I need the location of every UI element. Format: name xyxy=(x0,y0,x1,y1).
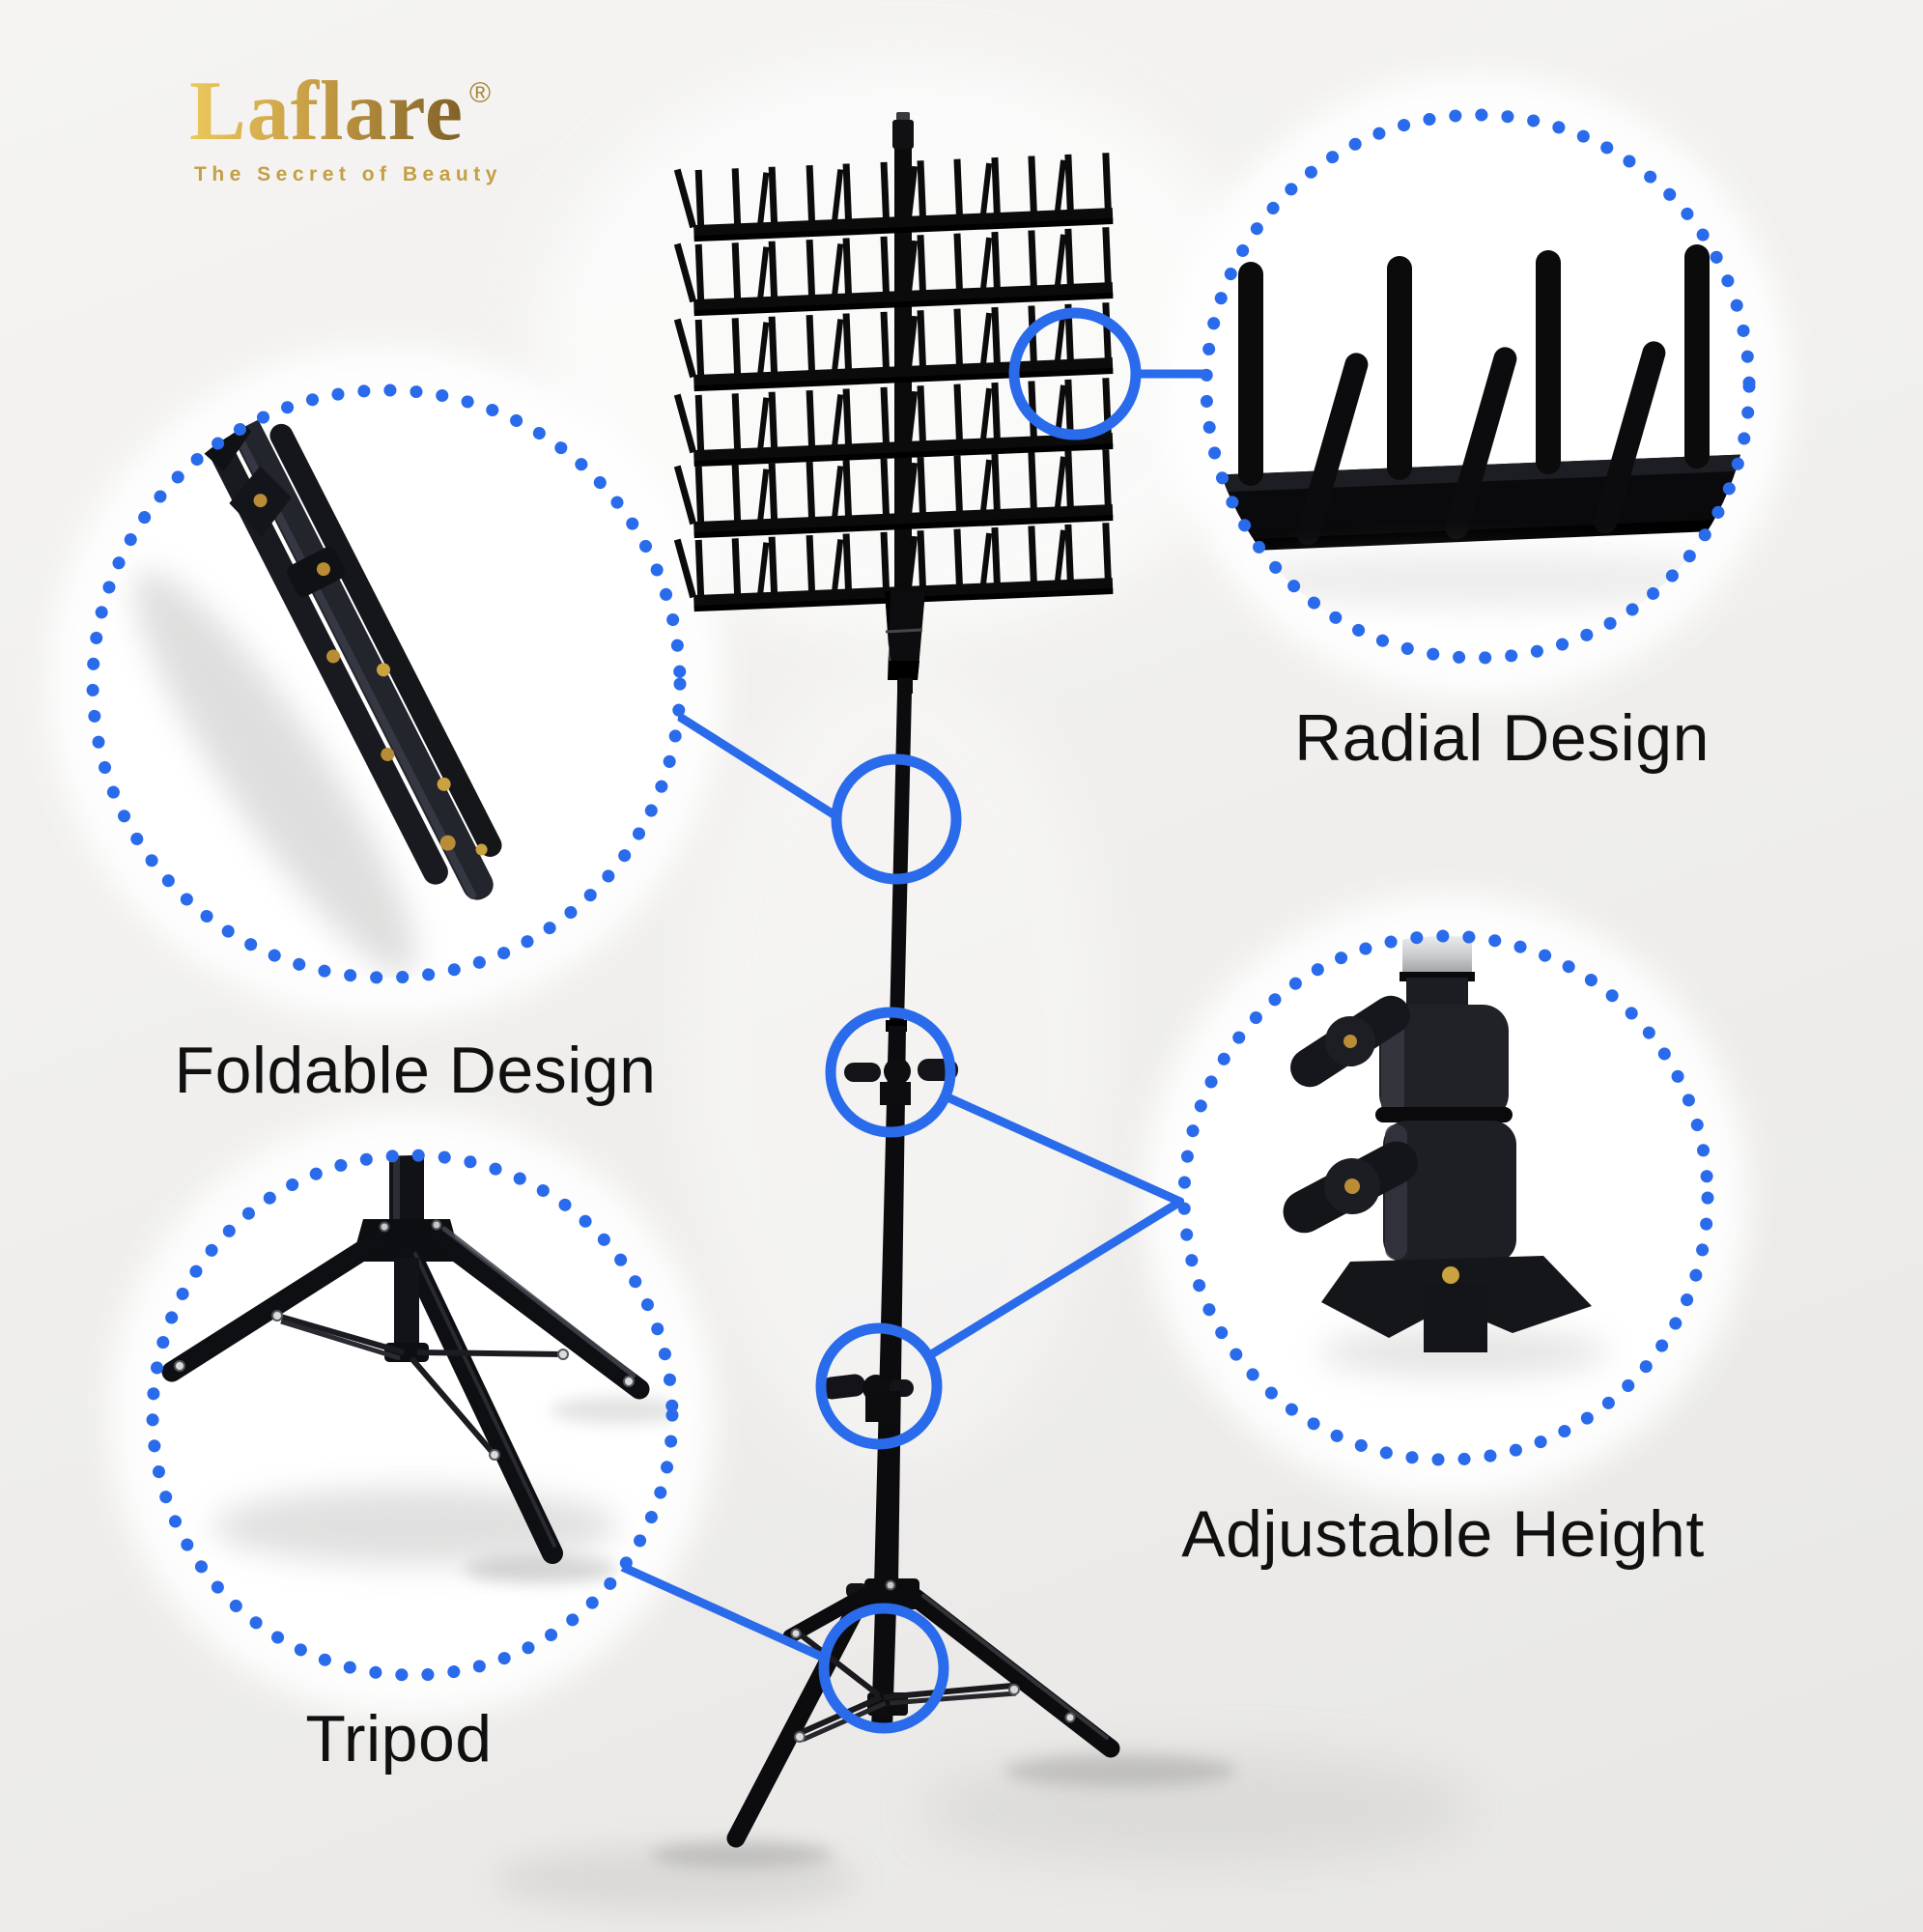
stand-shadows xyxy=(493,1752,1478,1912)
registered-mark: ® xyxy=(468,77,492,109)
callout-radial-dotted-circle xyxy=(1200,108,1756,665)
connector-line-tripod xyxy=(615,1561,829,1662)
feature-label-radial: Radial Design xyxy=(1294,701,1710,775)
highlight-ring-base xyxy=(818,1603,949,1734)
feature-label-adjustable: Adjustable Height xyxy=(1181,1497,1705,1571)
callout-radial xyxy=(1200,108,1756,665)
callout-tripod xyxy=(146,1149,679,1682)
callout-tripod-dotted-circle xyxy=(146,1149,679,1682)
upper-pole xyxy=(890,692,912,1026)
feature-label-foldable: Foldable Design xyxy=(174,1034,657,1107)
callout-foldable-dotted-circle xyxy=(86,384,687,984)
brand-tagline: The Secret of Beauty xyxy=(194,163,502,185)
brand-name: Laflare xyxy=(189,65,464,158)
height-knob-lower xyxy=(821,1374,914,1422)
pole-coupler xyxy=(885,591,925,694)
highlight-ring-lower-knob xyxy=(815,1322,943,1450)
connector-line-adjustable xyxy=(923,1092,1185,1361)
connector-lines xyxy=(615,369,1218,1662)
logo-row: Laflare® xyxy=(189,70,502,155)
laflare-logo: Laflare® The Secret of Beauty xyxy=(189,70,502,185)
highlight-ring-upper-knob xyxy=(825,1007,956,1138)
connector-line-foldable xyxy=(673,711,841,821)
tripod-base xyxy=(726,1578,1120,1848)
callout-adjustable xyxy=(1177,929,1714,1466)
top-knob xyxy=(892,112,914,149)
radial-closeup-illustration xyxy=(1206,244,1749,609)
adjustable-closeup-illustration xyxy=(1283,936,1608,1378)
tripod-closeup-illustration xyxy=(161,1155,672,1583)
callout-foldable xyxy=(86,384,687,984)
callout-adjustable-dotted-circle xyxy=(1177,929,1714,1466)
feature-label-tripod: Tripod xyxy=(305,1702,493,1776)
foldable-closeup-illustration xyxy=(133,401,502,976)
